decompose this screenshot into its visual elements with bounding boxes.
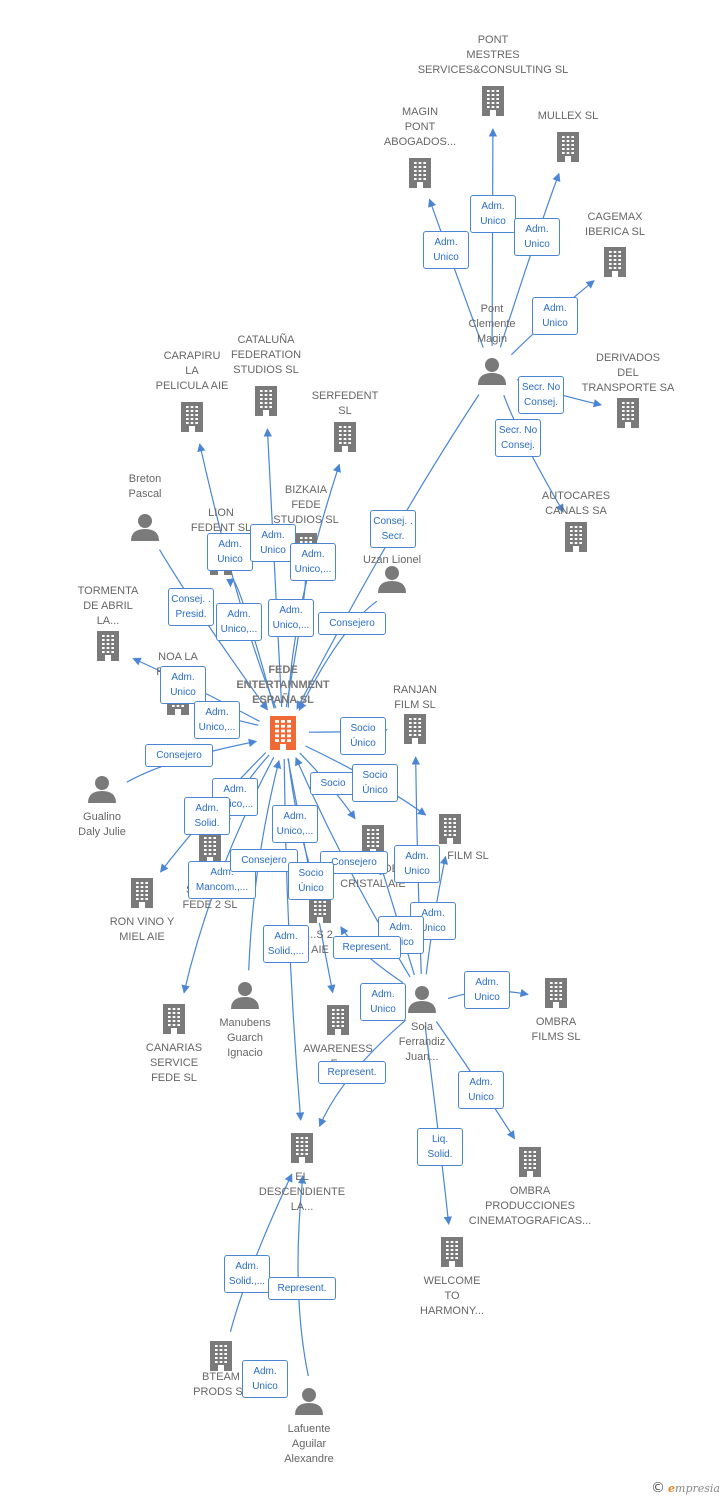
relation-label[interactable]: Consejero xyxy=(230,849,298,872)
building-icon[interactable] xyxy=(291,1133,313,1163)
relation-label[interactable]: Adm. Unico,... xyxy=(290,543,336,581)
building-icon[interactable] xyxy=(334,422,356,452)
relation-label[interactable]: Adm. Unico xyxy=(464,971,510,1009)
building-icon[interactable] xyxy=(565,522,587,552)
relation-label[interactable]: Socio Único xyxy=(340,717,386,755)
company-name-label[interactable]: MAGIN PONT ABOGADOS... xyxy=(383,106,457,148)
person-icon[interactable] xyxy=(408,986,436,1013)
company-name-label[interactable]: FILM SL xyxy=(447,850,489,862)
relation-edge xyxy=(226,578,275,709)
relation-label[interactable]: Consejero xyxy=(145,744,213,767)
building-icon[interactable] xyxy=(557,132,579,162)
person-name-label[interactable]: Lafuente Aguilar Alexandre xyxy=(284,1423,334,1465)
building-icon[interactable] xyxy=(270,716,296,750)
person-name-label[interactable]: Pont Clemente Magin xyxy=(468,303,516,345)
company-name-label[interactable]: TORMENTA DE ABRIL LA... xyxy=(77,585,139,627)
building-icon[interactable] xyxy=(439,814,461,844)
relation-label[interactable]: Adm. Unico,... xyxy=(216,603,262,641)
relation-edge xyxy=(298,600,378,711)
relation-label[interactable]: Adm. Solid.,... xyxy=(263,925,309,963)
company-name-label[interactable]: WELCOME TO HARMONY... xyxy=(420,1275,484,1317)
empresia-logo: empresia xyxy=(668,1482,720,1495)
person-icon[interactable] xyxy=(378,566,406,593)
relation-label[interactable]: Adm. Unico,... xyxy=(194,701,240,739)
company-name-label[interactable]: CATALUÑA FEDERATION STUDIOS SL xyxy=(230,334,302,376)
relation-label[interactable]: Socio xyxy=(310,772,356,795)
relation-label[interactable]: Adm. Unico,... xyxy=(272,805,318,843)
relation-label[interactable]: Adm. Unico xyxy=(207,533,253,571)
relation-label[interactable]: Socio Único xyxy=(288,862,334,900)
building-icon[interactable] xyxy=(210,1341,232,1371)
relation-label[interactable]: Liq. Solid. xyxy=(417,1128,463,1166)
empresia-credit[interactable]: ©empresia xyxy=(651,1480,720,1496)
building-icon[interactable] xyxy=(97,631,119,661)
company-name-label[interactable]: RON VINO Y MIEL AIE xyxy=(109,916,175,943)
relation-label[interactable]: Represent. xyxy=(318,1061,386,1084)
company-name-label[interactable]: OMBRA FILMS SL xyxy=(531,1016,581,1043)
building-icon[interactable] xyxy=(131,878,153,908)
relation-label[interactable]: Adm. Solid. xyxy=(184,797,230,835)
relation-label[interactable]: Adm. Unico xyxy=(423,231,469,269)
person-name-label[interactable]: Breton Pascal xyxy=(128,473,162,500)
relation-label[interactable]: Adm. Unico xyxy=(360,983,406,1021)
building-icon[interactable] xyxy=(617,398,639,428)
relation-label[interactable]: Adm. Unico xyxy=(250,524,296,562)
company-name-label[interactable]: SERFEDENT SL xyxy=(311,390,379,417)
relation-label[interactable]: Consej. . Presid. xyxy=(168,588,214,626)
person-name-label[interactable]: Sola Ferrandiz Juan... xyxy=(398,1021,446,1063)
relation-label[interactable]: Socio Único xyxy=(352,764,398,802)
building-icon[interactable] xyxy=(441,1237,463,1267)
building-icon[interactable] xyxy=(604,247,626,277)
company-name-label[interactable]: MULLEX SL xyxy=(537,110,599,122)
company-name-label[interactable]: FEDE ENTERTAINMENT ESPAÑA SL xyxy=(236,664,330,706)
company-name-label[interactable]: CAGEMAX IBERICA SL xyxy=(585,211,645,238)
relation-label[interactable]: Secr. No Consej. xyxy=(495,419,541,457)
company-name-label[interactable]: CARAPIRU LA PELICULA AIE xyxy=(155,350,229,392)
company-name-label[interactable]: ...S 2 AIE xyxy=(307,929,333,956)
relation-label[interactable]: Adm. Unico xyxy=(394,845,440,883)
company-name-label[interactable]: PONT MESTRES SERVICES&CONSULTING SL xyxy=(417,34,569,76)
relation-edge xyxy=(197,443,277,709)
building-icon[interactable] xyxy=(181,402,203,432)
person-icon[interactable] xyxy=(295,1388,323,1415)
building-icon[interactable] xyxy=(255,386,277,416)
relation-label[interactable]: Represent. xyxy=(333,936,401,959)
relation-label[interactable]: Consejero xyxy=(318,612,386,635)
company-name-label[interactable]: RANJAN FILM SL xyxy=(392,684,437,711)
company-name-label[interactable]: AUTOCARES CANALS SA xyxy=(541,490,611,517)
building-icon[interactable] xyxy=(545,978,567,1008)
building-icon[interactable] xyxy=(404,714,426,744)
company-name-label[interactable]: CANARIAS SERVICE FEDE SL xyxy=(145,1042,203,1084)
relation-label[interactable]: Adm. Unico xyxy=(532,297,578,335)
relation-label[interactable]: Adm. Unico xyxy=(160,666,206,704)
company-name-label[interactable]: EL DESCENDIENTE LA... xyxy=(258,1171,346,1213)
person-icon[interactable] xyxy=(231,982,259,1009)
relation-label[interactable]: Adm. Unico xyxy=(470,195,516,233)
relation-label[interactable]: Adm. Unico xyxy=(242,1360,288,1398)
person-icon[interactable] xyxy=(88,776,116,803)
relation-label[interactable]: Consej. . Secr. xyxy=(370,510,416,548)
building-icon[interactable] xyxy=(163,1004,185,1034)
relation-label[interactable]: Represent. xyxy=(268,1277,336,1300)
building-icon[interactable] xyxy=(409,158,431,188)
company-name-label[interactable]: BIZKAIA FEDE STUDIOS SL xyxy=(273,484,339,526)
company-name-label[interactable]: OMBRA PRODUCCIONES CINEMATOGRAFICAS... xyxy=(468,1185,592,1227)
relation-label[interactable]: Adm. Solid.,... xyxy=(224,1255,270,1293)
company-name-label[interactable]: LION FEDENT SL xyxy=(190,507,252,534)
building-icon[interactable] xyxy=(199,833,221,863)
relation-label[interactable]: Adm. Unico,... xyxy=(268,599,314,637)
building-icon[interactable] xyxy=(327,1005,349,1035)
relation-label[interactable]: Secr. No Consej. xyxy=(518,376,564,414)
copyright-symbol: © xyxy=(651,1480,666,1496)
person-icon[interactable] xyxy=(131,514,159,541)
relation-label[interactable]: Adm. Unico xyxy=(514,218,560,256)
person-name-label[interactable]: Gualino Daly Julie xyxy=(78,811,126,838)
building-icon[interactable] xyxy=(519,1147,541,1177)
company-name-label[interactable]: DERIVADOS DEL TRANSPORTE SA xyxy=(581,352,675,394)
person-name-label[interactable]: Manubens Guarch Ignacio xyxy=(219,1017,271,1059)
person-icon[interactable] xyxy=(478,358,506,385)
relation-label[interactable]: Adm. Unico xyxy=(458,1071,504,1109)
building-icon[interactable] xyxy=(482,86,504,116)
